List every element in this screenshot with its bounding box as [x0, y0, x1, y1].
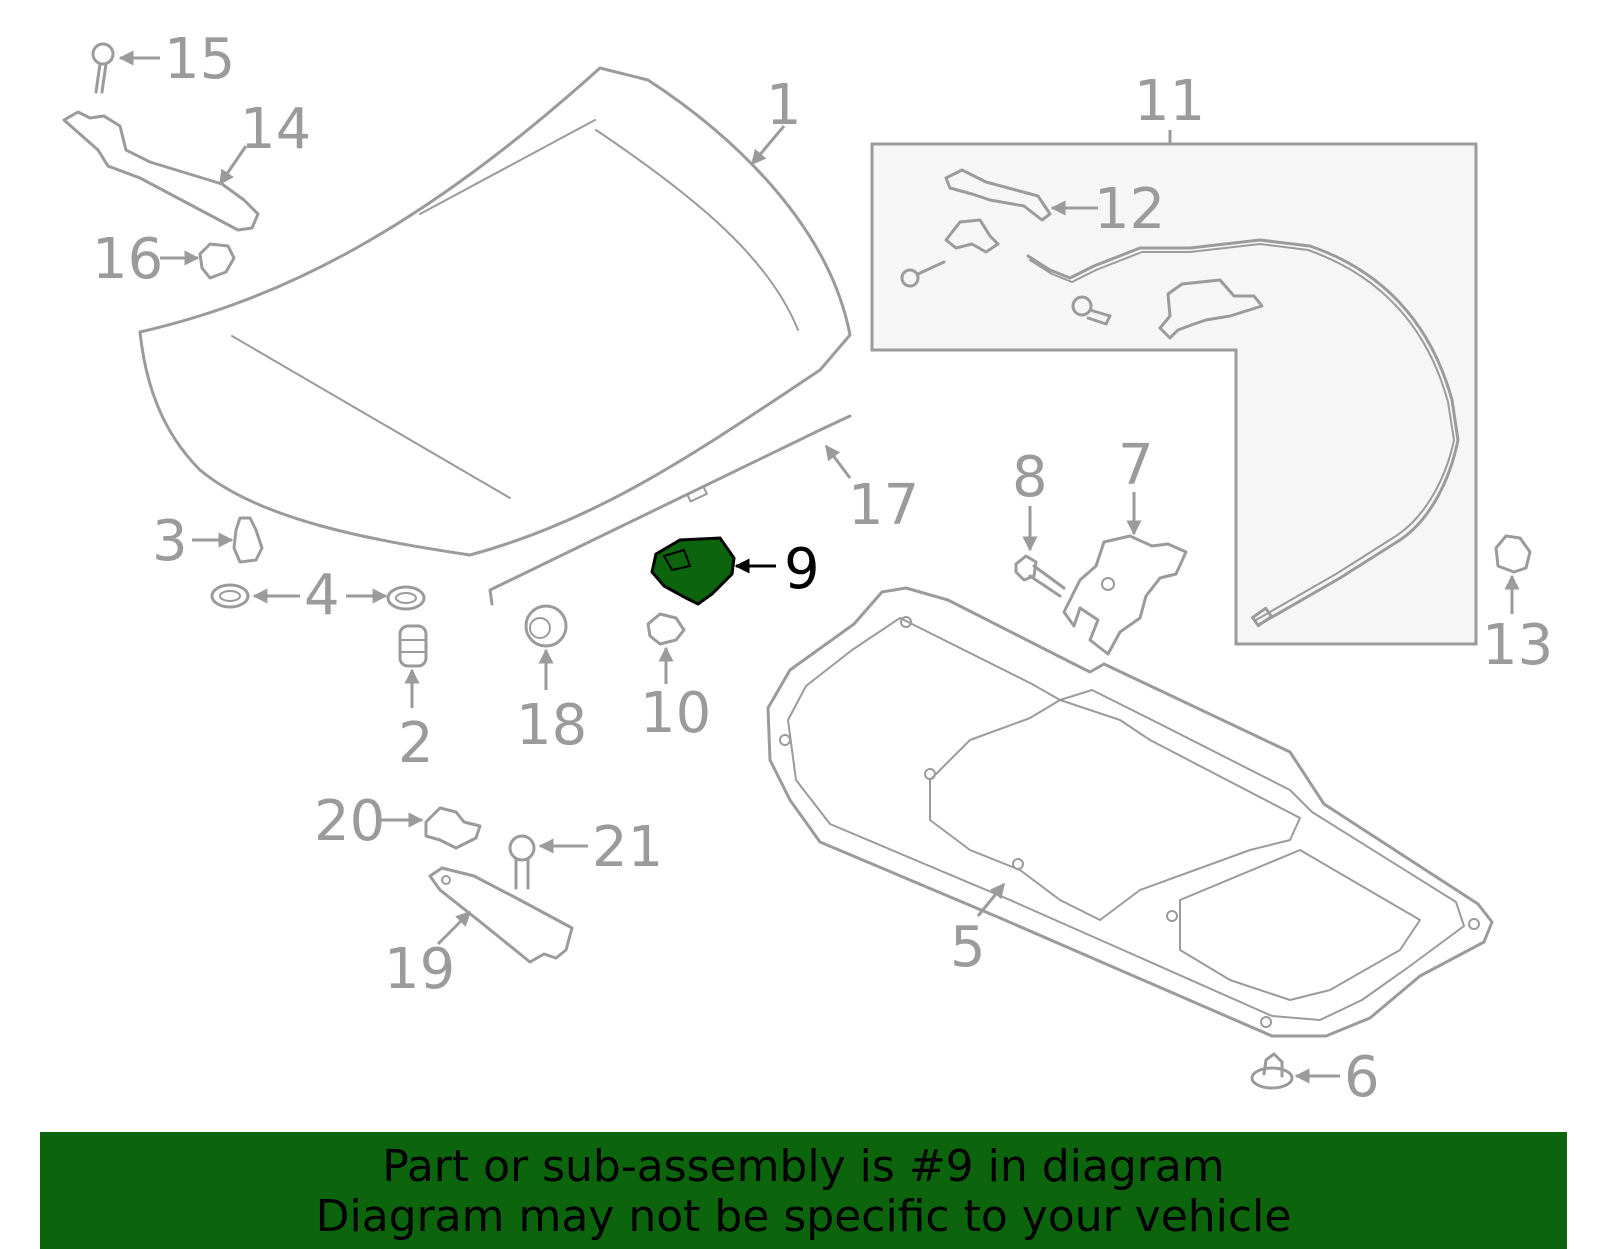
info-banner: Part or sub-assembly is #9 in diagram Di…	[40, 1132, 1567, 1249]
callout-11: 11	[1134, 69, 1205, 134]
leader-lines	[118, 50, 1520, 1084]
callout-3: 3	[152, 509, 188, 574]
callout-8: 8	[1012, 445, 1048, 510]
callout-10: 10	[640, 681, 711, 746]
clip-20[interactable]	[424, 806, 482, 850]
bolt-21[interactable]	[508, 834, 536, 890]
callout-labels: 15 14 16 1 11 12 3 4 2 17 18 9 10 8 7 13…	[92, 27, 1553, 1110]
bumper-2[interactable]	[398, 624, 428, 668]
callout-14: 14	[240, 97, 311, 162]
banner-line-1: Part or sub-assembly is #9 in diagram	[382, 1141, 1225, 1192]
callout-20: 20	[314, 789, 385, 854]
clip-10[interactable]	[646, 612, 686, 646]
bolt-8[interactable]	[1014, 554, 1066, 598]
prop-rod-holder-9[interactable]	[650, 536, 736, 606]
callout-21: 21	[592, 815, 663, 880]
latch-7[interactable]	[1062, 534, 1188, 656]
clip-6[interactable]	[1250, 1052, 1294, 1090]
hinge-14[interactable]	[62, 110, 260, 232]
callout-15: 15	[164, 27, 235, 92]
callout-9: 9	[784, 537, 820, 602]
release-handle	[1158, 278, 1264, 340]
callout-17: 17	[848, 473, 919, 538]
callout-19: 19	[384, 937, 455, 1002]
clip-16[interactable]	[198, 242, 236, 280]
callout-16: 16	[92, 227, 163, 292]
bracket-12[interactable]	[944, 168, 1052, 222]
banner-line-2: Diagram may not be specific to your vehi…	[315, 1191, 1292, 1242]
callout-1: 1	[766, 73, 802, 138]
callout-5: 5	[950, 915, 986, 980]
bolt-15[interactable]	[91, 42, 115, 94]
callout-12: 12	[1094, 177, 1165, 242]
release-cable	[1026, 238, 1460, 626]
callout-7: 7	[1118, 433, 1154, 498]
screw-small	[900, 260, 946, 288]
callout-6: 6	[1344, 1045, 1380, 1110]
hood-insulator-5[interactable]	[766, 586, 1494, 1038]
bracket-small	[944, 218, 1000, 254]
callout-18: 18	[516, 693, 587, 758]
clip-13[interactable]	[1494, 534, 1532, 574]
stopper-3[interactable]	[232, 516, 264, 564]
callout-2: 2	[398, 711, 434, 776]
prop-rod-17[interactable]	[488, 414, 852, 606]
hood-panel[interactable]	[138, 66, 852, 557]
cable-kit-11[interactable]	[870, 142, 1478, 646]
callout-4: 4	[304, 563, 340, 628]
bracket-19[interactable]	[428, 866, 574, 964]
callout-13: 13	[1482, 613, 1553, 678]
washer-4[interactable]	[210, 583, 426, 611]
grommet-18[interactable]	[524, 604, 568, 648]
